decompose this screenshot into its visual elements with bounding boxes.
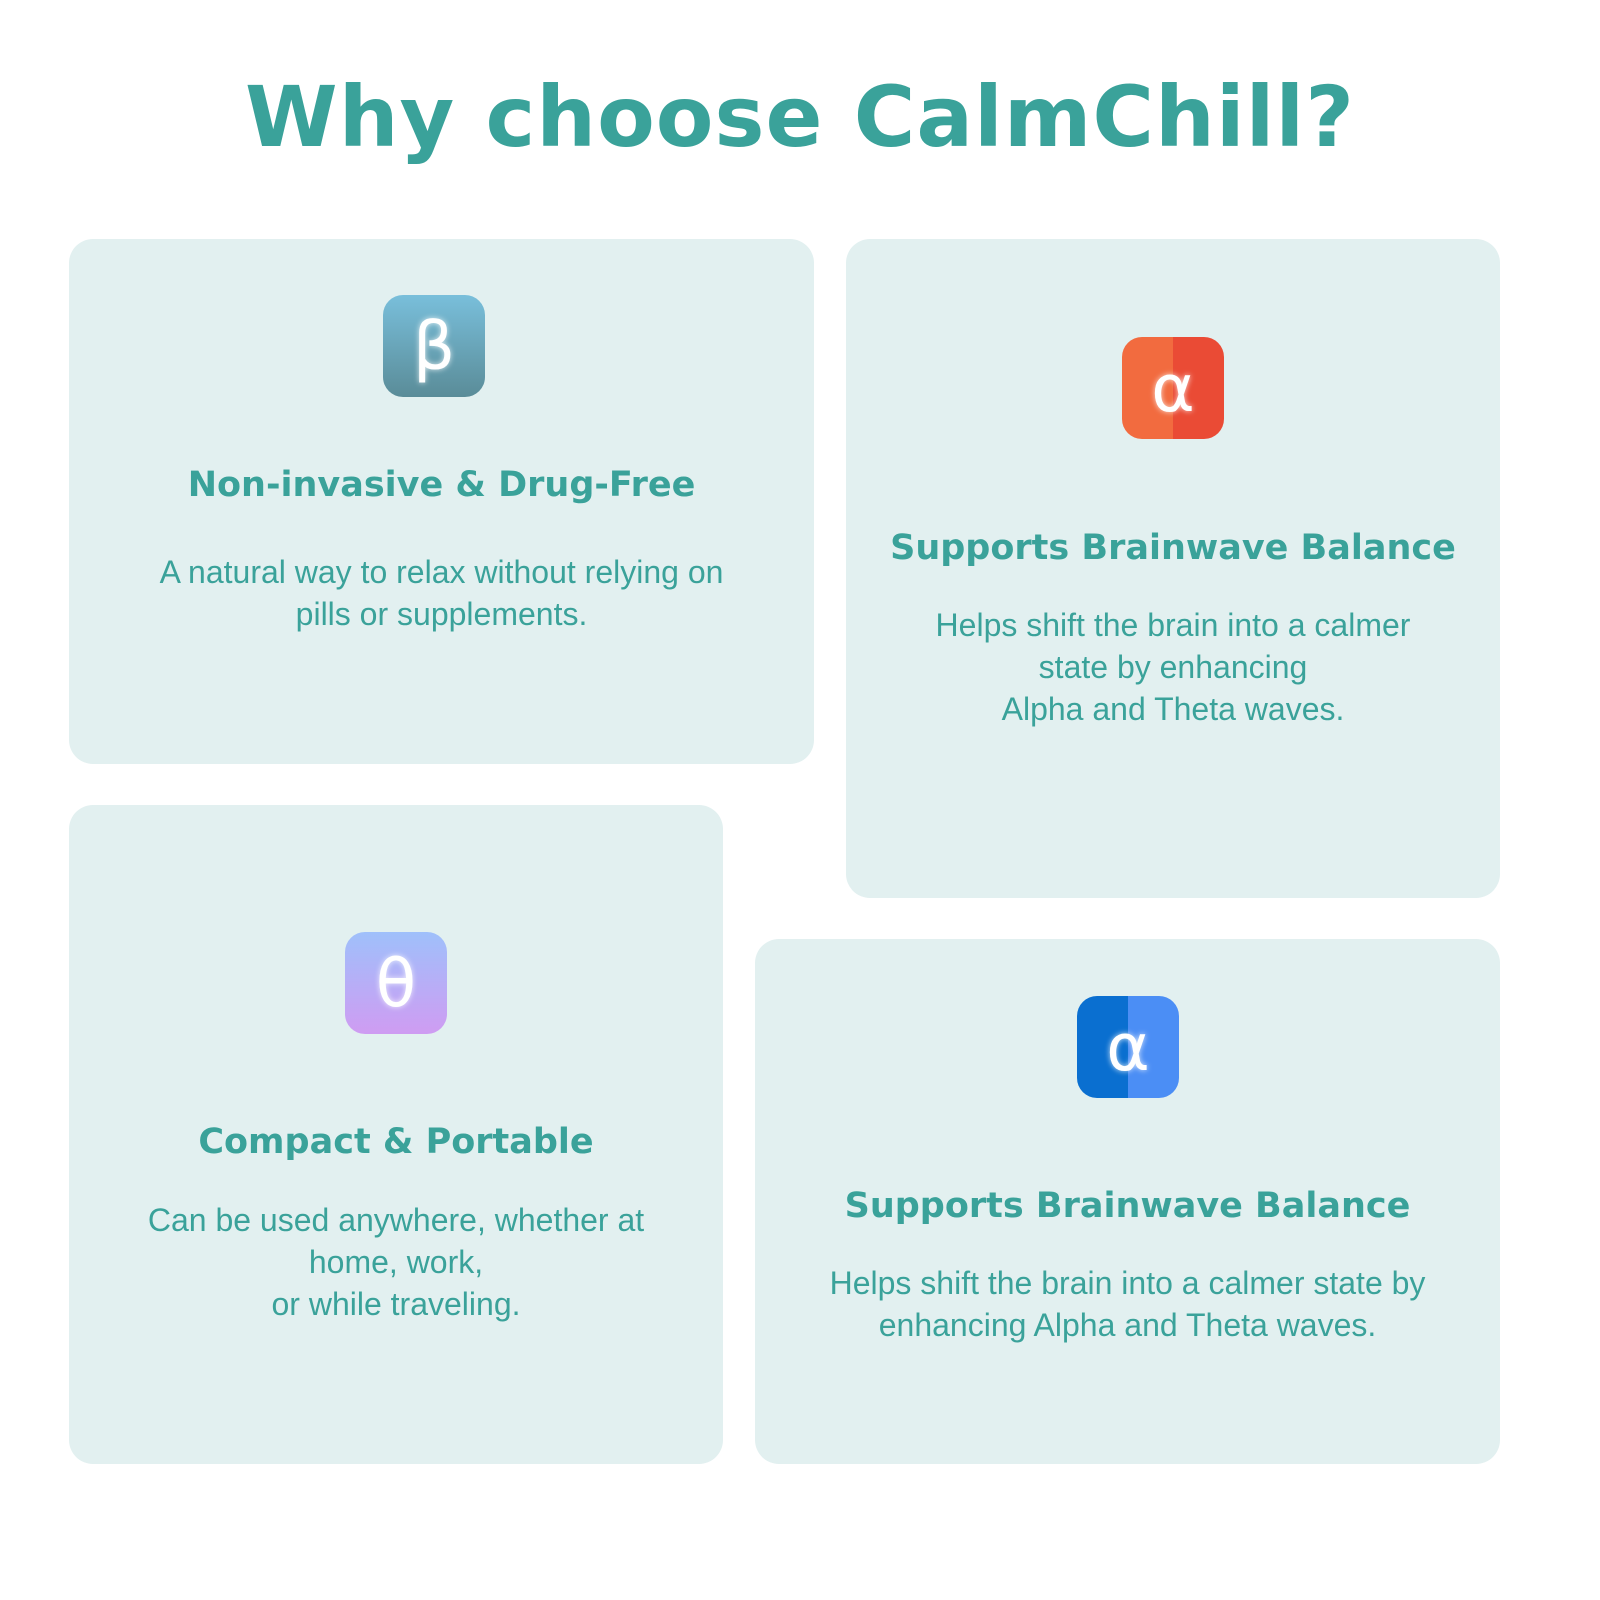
feature-card-brainwave-balance: α Supports Brainwave Balance Helps shift… [846, 239, 1500, 898]
body-line: state by enhancing [1038, 649, 1308, 685]
body-line: Helps shift the brain into a calmer [935, 607, 1411, 643]
card-body: A natural way to relax without relying o… [69, 551, 814, 635]
alpha-icon: α [1077, 996, 1179, 1098]
theta-icon: θ [345, 932, 447, 1034]
alpha-icon: α [1122, 337, 1224, 439]
body-line: Can be used anywhere, whether at [147, 1202, 645, 1238]
feature-card-non-invasive: β Non-invasive & Drug-Free A natural way… [69, 239, 814, 764]
page-title: Why choose CalmChill? [245, 68, 1355, 166]
card-heading: Supports Brainwave Balance [890, 528, 1456, 568]
body-line: or while traveling. [271, 1286, 521, 1322]
card-heading: Supports Brainwave Balance [844, 1186, 1411, 1226]
body-line: A natural way to relax without relying o… [159, 554, 724, 590]
body-line: home, work, [308, 1244, 484, 1280]
feature-card-compact-portable: θ Compact & Portable Can be used anywher… [69, 805, 723, 1464]
card-body: Helps shift the brain into a calmer stat… [846, 604, 1500, 730]
body-line: Helps shift the brain into a calmer stat… [829, 1265, 1426, 1301]
body-line: pills or supplements. [295, 596, 588, 632]
card-heading: Non-invasive & Drug-Free [187, 465, 696, 505]
card-body: Helps shift the brain into a calmer stat… [755, 1262, 1500, 1346]
card-body: Can be used anywhere, whether at home, w… [69, 1199, 723, 1325]
card-heading: Compact & Portable [198, 1122, 594, 1162]
feature-card-brainwave-balance-2: α Supports Brainwave Balance Helps shift… [755, 939, 1500, 1464]
body-line: enhancing Alpha and Theta waves. [878, 1307, 1377, 1343]
beta-icon: β [383, 295, 485, 397]
body-line: Alpha and Theta waves. [1001, 691, 1345, 727]
